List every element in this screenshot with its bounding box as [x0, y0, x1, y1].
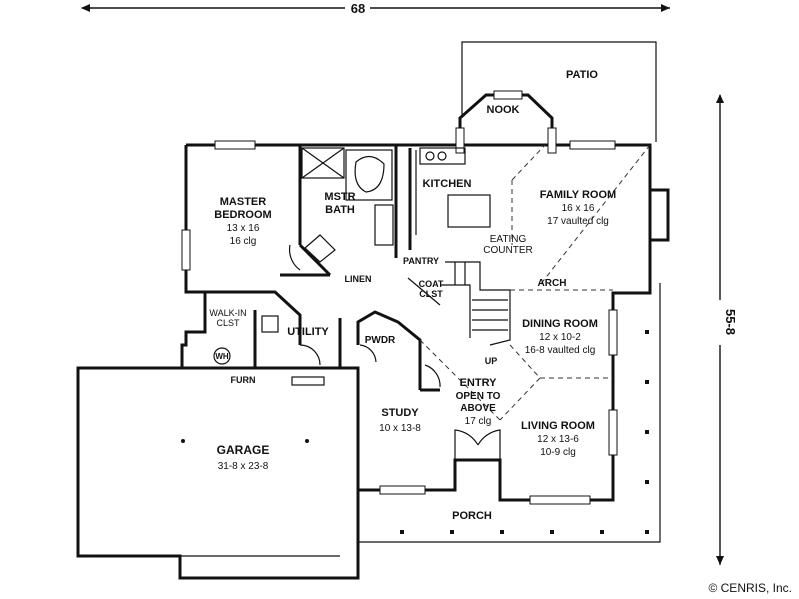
family-room-ceiling: 17 vaulted clg	[547, 216, 609, 227]
master-bedroom-size: 13 x 16	[227, 223, 260, 234]
arch-label: ARCH	[538, 278, 567, 289]
living-room-ceiling: 10-9 clg	[540, 447, 576, 458]
nook-label: NOOK	[487, 104, 520, 116]
garage-walls	[76, 366, 360, 580]
entry-ceiling: 17 clg	[465, 416, 492, 427]
master-bedroom-label-line1: MASTER	[220, 196, 267, 208]
mstr-bath-label-line2: BATH	[325, 204, 355, 216]
utility-label: UTILITY	[287, 326, 329, 338]
family-room-size: 16 x 16	[562, 203, 595, 214]
kitchen-label: KITCHEN	[423, 178, 472, 190]
copyright-notice: © CENRIS, Inc.	[708, 581, 792, 595]
entry-label-line2: OPEN TO	[456, 391, 501, 402]
dining-room-size: 12 x 10-2	[539, 332, 581, 343]
depth-dimension: 55-8	[716, 94, 738, 565]
eating-counter-line2: COUNTER	[483, 245, 532, 256]
depth-dimension-label: 55-8	[723, 309, 738, 335]
garage-size: 31-8 x 23-8	[218, 461, 269, 472]
stairs-up-label: UP	[485, 356, 498, 366]
entry-label-line1: ENTRY	[460, 377, 498, 389]
dining-room-ceiling: 16-8 vaulted clg	[525, 345, 596, 356]
living-room-size: 12 x 13-6	[537, 434, 579, 445]
living-room-label: LIVING ROOM	[521, 420, 595, 432]
entry-label-line3: ABOVE	[460, 403, 496, 414]
width-dimension: 68	[81, 1, 670, 16]
powder-label: PWDR	[365, 335, 396, 346]
patio-area	[461, 41, 657, 142]
staircase	[454, 262, 508, 331]
family-room-label: FAMILY ROOM	[540, 189, 616, 201]
pantry-label: PANTRY	[403, 256, 439, 266]
walk-in-closet-label-line2: CLST	[216, 318, 240, 328]
furnace-label: FURN	[231, 375, 256, 385]
room-labels: PATIO NOOK KITCHEN FAMILY ROOM 16 x 16 1…	[181, 69, 616, 522]
linen-label: LINEN	[345, 274, 372, 284]
kitchen-fixtures	[213, 147, 491, 386]
study-label: STUDY	[381, 407, 419, 419]
porch-area	[357, 283, 661, 543]
dining-room-label: DINING ROOM	[522, 318, 598, 330]
coat-closet-label-line1: COAT	[419, 279, 444, 289]
study-size: 10 x 13-8	[379, 423, 421, 434]
mstr-bath-label-line1: MSTR	[324, 191, 355, 203]
doors	[288, 244, 501, 460]
master-bedroom-label-line2: BEDROOM	[214, 209, 271, 221]
room-boundaries	[419, 144, 651, 421]
interior-walls	[205, 145, 511, 492]
master-bedroom-ceiling: 16 clg	[230, 236, 257, 247]
walk-in-closet-label-line1: WALK-IN	[209, 308, 246, 318]
water-heater-label: WH	[215, 352, 229, 361]
coat-closet-label-line2: CLST	[419, 289, 443, 299]
patio-label: PATIO	[566, 69, 598, 81]
nook-bay	[458, 93, 554, 145]
eating-counter-line1: EATING	[490, 234, 527, 245]
width-dimension-label: 68	[351, 1, 365, 16]
garage-label: GARAGE	[217, 443, 270, 457]
porch-label: PORCH	[452, 510, 492, 522]
windows	[181, 90, 618, 505]
water-heater-icon	[213, 347, 231, 365]
